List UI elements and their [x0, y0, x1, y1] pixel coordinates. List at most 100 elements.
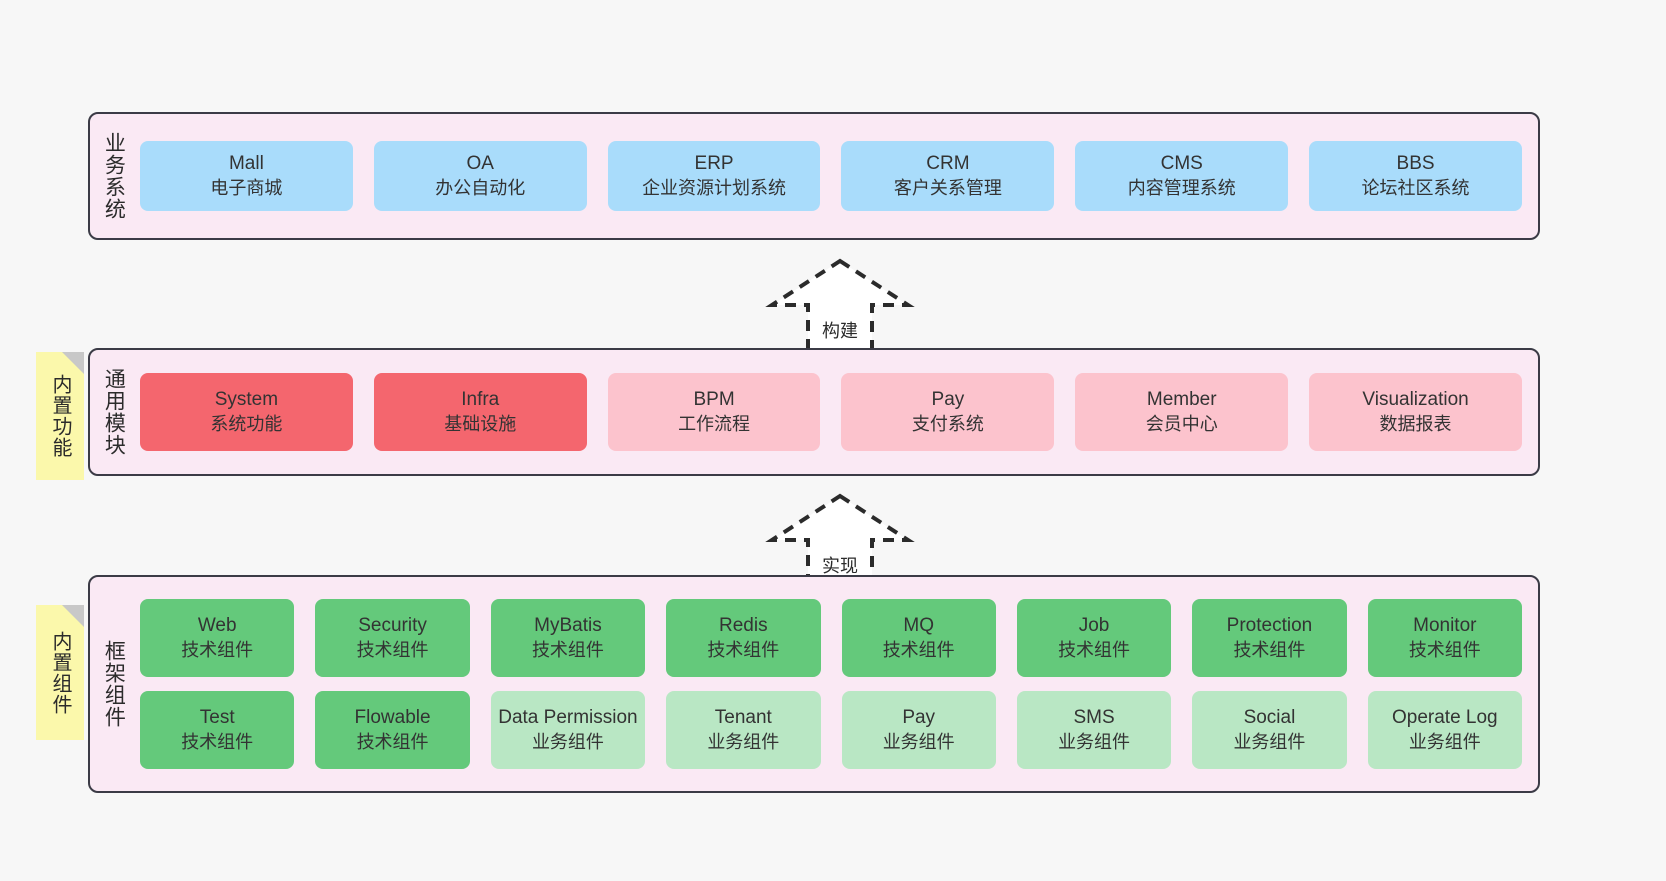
node-web-title: Web: [197, 615, 237, 637]
node-system-subtitle: 系统功能: [210, 413, 283, 434]
node-redis[interactable]: Redis 技术组件: [666, 599, 821, 677]
connector-build: 构建: [760, 255, 920, 355]
node-redis-title: Redis: [719, 615, 768, 637]
layer-business-system-label: 业务系统: [102, 132, 126, 220]
layer-framework-component-row-tech: Web 技术组件 Security 技术组件 MyBatis 技术组件 Redi…: [140, 599, 1522, 677]
node-bpm[interactable]: BPM 工作流程: [607, 373, 821, 451]
node-member[interactable]: Member 会员中心: [1075, 373, 1289, 451]
node-crm[interactable]: CRM 客户关系管理: [841, 141, 1055, 211]
node-visualization[interactable]: Visualization 数据报表: [1309, 373, 1522, 451]
node-oa[interactable]: OA 办公自动化: [373, 141, 587, 211]
node-bbs[interactable]: BBS 论坛社区系统: [1309, 141, 1522, 211]
node-web-subtitle: 技术组件: [181, 639, 254, 660]
node-mall[interactable]: Mall 电子商城: [140, 141, 353, 211]
node-test[interactable]: Test 技术组件: [140, 691, 295, 769]
node-monitor-subtitle: 技术组件: [1408, 639, 1481, 660]
node-security[interactable]: Security 技术组件: [315, 599, 470, 677]
node-tenant[interactable]: Tenant 业务组件: [666, 691, 821, 769]
layer-framework-component[interactable]: 框架组件 Web 技术组件 Security 技术组件 MyBatis 技术组件…: [88, 575, 1540, 793]
node-mall-title: Mall: [228, 153, 264, 175]
layer-common-module-row: System 系统功能 Infra 基础设施 BPM 工作流程 Pay 支付系统…: [140, 373, 1522, 451]
node-flowable[interactable]: Flowable 技术组件: [315, 691, 470, 769]
node-redis-subtitle: 技术组件: [707, 639, 780, 660]
node-system-title: System: [214, 389, 279, 411]
node-visualization-subtitle: 数据报表: [1379, 413, 1452, 434]
node-social-title: Social: [1243, 707, 1296, 729]
node-sms[interactable]: SMS 业务组件: [1016, 691, 1172, 769]
node-protection[interactable]: Protection 技术组件: [1192, 599, 1347, 677]
sticky-note-builtin-function[interactable]: 内置功能: [36, 352, 84, 480]
node-operate-log-subtitle: 业务组件: [1408, 731, 1481, 752]
node-pay-module[interactable]: Pay 支付系统: [841, 373, 1055, 451]
node-pay-module-title: Pay: [931, 389, 965, 411]
node-flowable-subtitle: 技术组件: [356, 731, 429, 752]
node-pay-component[interactable]: Pay 业务组件: [841, 691, 996, 769]
node-data-permission-title: Data Permission: [498, 707, 638, 729]
node-cms-subtitle: 内容管理系统: [1127, 177, 1236, 198]
node-flowable-title: Flowable: [354, 707, 431, 729]
node-data-permission-subtitle: 业务组件: [531, 731, 604, 752]
sticky-note-builtin-component[interactable]: 内置组件: [36, 605, 84, 740]
node-cms-title: CMS: [1160, 153, 1203, 175]
node-oa-title: OA: [466, 153, 494, 175]
layer-common-module-label: 通用模块: [102, 368, 126, 456]
node-test-title: Test: [199, 707, 235, 729]
node-mybatis[interactable]: MyBatis 技术组件: [490, 599, 646, 677]
sticky-note-builtin-component-label: 内置组件: [49, 630, 71, 715]
node-bpm-subtitle: 工作流程: [678, 413, 751, 434]
node-protection-title: Protection: [1226, 615, 1313, 637]
node-sms-subtitle: 业务组件: [1058, 731, 1131, 752]
node-infra[interactable]: Infra 基础设施: [373, 373, 587, 451]
node-job-subtitle: 技术组件: [1058, 639, 1131, 660]
node-tenant-subtitle: 业务组件: [707, 731, 780, 752]
node-data-permission[interactable]: Data Permission 业务组件: [490, 691, 646, 769]
layer-common-module[interactable]: 通用模块 System 系统功能 Infra 基础设施 BPM 工作流程 Pay…: [88, 348, 1540, 476]
node-mybatis-subtitle: 技术组件: [531, 639, 604, 660]
node-erp[interactable]: ERP 企业资源计划系统: [607, 141, 821, 211]
layer-framework-component-label: 框架组件: [102, 640, 126, 728]
node-bpm-title: BPM: [693, 389, 735, 411]
node-security-title: Security: [358, 615, 427, 637]
node-pay-component-subtitle: 业务组件: [882, 731, 955, 752]
layer-framework-component-row-business: Test 技术组件 Flowable 技术组件 Data Permission …: [140, 691, 1522, 769]
node-tenant-title: Tenant: [714, 707, 772, 729]
node-crm-subtitle: 客户关系管理: [893, 177, 1002, 198]
node-job[interactable]: Job 技术组件: [1016, 599, 1172, 677]
layer-business-system[interactable]: 业务系统 Mall 电子商城 OA 办公自动化 ERP 企业资源计划系统 CRM…: [88, 112, 1540, 240]
layer-business-system-row: Mall 电子商城 OA 办公自动化 ERP 企业资源计划系统 CRM 客户关系…: [140, 141, 1522, 211]
node-test-subtitle: 技术组件: [181, 731, 254, 752]
node-monitor[interactable]: Monitor 技术组件: [1367, 599, 1522, 677]
node-mq-title: MQ: [903, 615, 934, 637]
connector-build-label: 构建: [822, 321, 858, 341]
node-social-subtitle: 业务组件: [1233, 731, 1306, 752]
node-cms[interactable]: CMS 内容管理系统: [1075, 141, 1289, 211]
node-operate-log-title: Operate Log: [1391, 707, 1498, 729]
node-sms-title: SMS: [1073, 707, 1115, 729]
node-pay-module-subtitle: 支付系统: [911, 413, 984, 434]
node-erp-subtitle: 企业资源计划系统: [642, 177, 787, 198]
node-bbs-subtitle: 论坛社区系统: [1361, 177, 1470, 198]
node-mall-subtitle: 电子商城: [210, 177, 283, 198]
node-infra-title: Infra: [461, 389, 500, 411]
sticky-note-builtin-function-label: 内置功能: [49, 374, 71, 458]
node-member-subtitle: 会员中心: [1145, 413, 1218, 434]
layer-business-system-body: Mall 电子商城 OA 办公自动化 ERP 企业资源计划系统 CRM 客户关系…: [136, 114, 1538, 238]
node-system[interactable]: System 系统功能: [140, 373, 353, 451]
layer-framework-component-body: Web 技术组件 Security 技术组件 MyBatis 技术组件 Redi…: [136, 577, 1538, 791]
node-job-title: Job: [1078, 615, 1110, 637]
node-mq[interactable]: MQ 技术组件: [841, 599, 996, 677]
node-monitor-title: Monitor: [1413, 615, 1477, 637]
node-infra-subtitle: 基础设施: [444, 413, 517, 434]
connector-realize-label: 实现: [822, 556, 858, 576]
node-pay-component-title: Pay: [902, 707, 936, 729]
node-mq-subtitle: 技术组件: [882, 639, 955, 660]
node-member-title: Member: [1146, 389, 1217, 411]
node-visualization-title: Visualization: [1362, 389, 1469, 411]
node-protection-subtitle: 技术组件: [1233, 639, 1306, 660]
node-web[interactable]: Web 技术组件: [140, 599, 295, 677]
layer-common-module-body: System 系统功能 Infra 基础设施 BPM 工作流程 Pay 支付系统…: [136, 350, 1538, 474]
node-social[interactable]: Social 业务组件: [1192, 691, 1347, 769]
node-operate-log[interactable]: Operate Log 业务组件: [1367, 691, 1522, 769]
node-bbs-title: BBS: [1396, 153, 1435, 175]
